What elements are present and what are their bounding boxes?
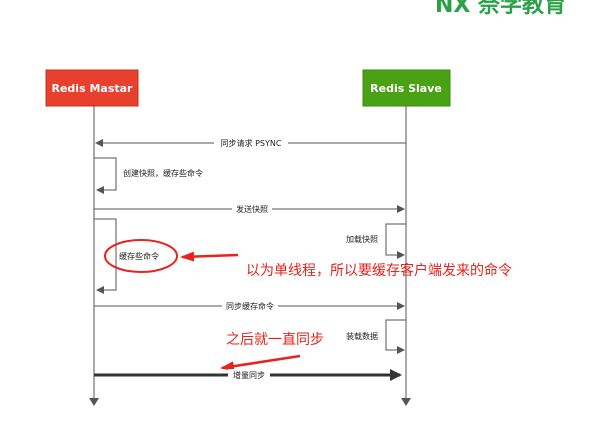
always-sync-note-arrow [220, 354, 301, 372]
create-snapshot-self-arrow [94, 157, 117, 194]
load-snapshot-self-arrow [385, 223, 406, 259]
sync-cached-label: 同步缓存命令 [226, 301, 274, 311]
master-lifeline-arrow [89, 398, 99, 406]
master-label: Redis Mastar [52, 82, 134, 95]
incremental-sync-label: 增量同步 [233, 370, 265, 380]
load-data-label: 装载数据 [346, 331, 378, 341]
sync-request-label: 同步请求 PSYNC [221, 138, 282, 148]
single-thread-note: 以为单线程，所以要缓存客户端发来的命令 [246, 262, 512, 279]
load-data-self-arrow [385, 319, 406, 354]
cache-commands-self-arrow [94, 218, 117, 294]
load-snapshot-label: 加载快照 [346, 234, 378, 244]
cache-commands-highlight-circle [104, 239, 178, 273]
cache-commands-label: 缓存些命令 [119, 251, 159, 261]
create-snapshot-label: 创建快照，缓存些命令 [123, 168, 203, 178]
master-participant: Redis Mastar [45, 69, 139, 107]
slave-label: Redis Slave [370, 82, 442, 95]
slave-lifeline-arrow [401, 398, 411, 406]
slave-participant: Redis Slave [362, 69, 451, 107]
brand-logo: NX 奈学教育 [435, 0, 566, 18]
single-thread-note-arrow [180, 251, 239, 262]
always-sync-note: 之后就一直同步 [226, 331, 324, 348]
send-snapshot-label: 发送快照 [236, 204, 268, 214]
